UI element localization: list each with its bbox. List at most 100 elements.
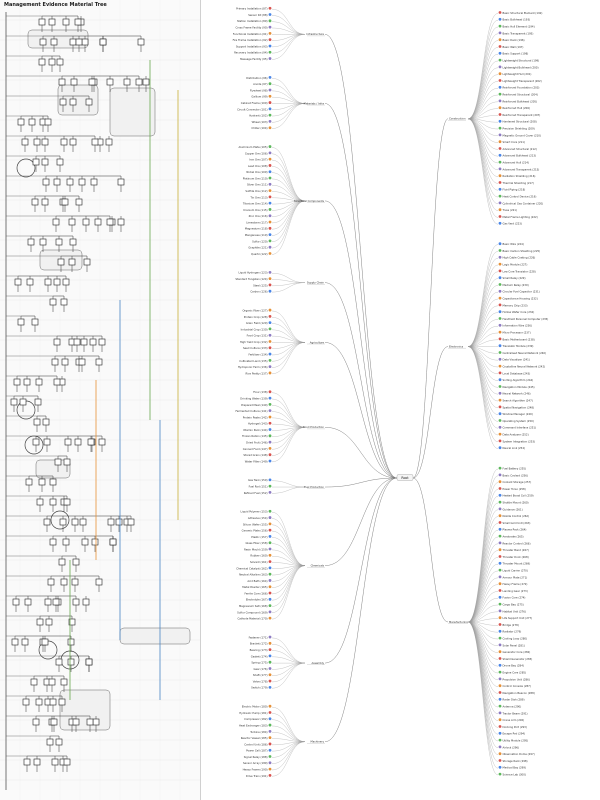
mindmap-edge xyxy=(467,621,499,742)
node-badge-icon xyxy=(498,201,502,205)
mindmap-leaf: Sulfide Ore (112) xyxy=(245,189,267,193)
mindmap-edge xyxy=(271,200,306,236)
mindmap-edge xyxy=(467,108,499,119)
mindmap-leaf: Reactor Control (266) xyxy=(503,541,531,545)
tree-node xyxy=(43,518,51,526)
node-badge-icon xyxy=(268,390,272,394)
tree-node xyxy=(106,218,114,226)
tree-node xyxy=(78,178,86,186)
mindmap-leaf: Fermented Culture (141) xyxy=(235,409,267,413)
tree-node xyxy=(117,218,125,226)
node-badge-icon xyxy=(498,446,502,450)
mindmap-edge xyxy=(271,741,306,771)
mindmap-edge xyxy=(271,103,306,129)
mindmap-leaf: Navigation Beacon (288) xyxy=(503,691,535,695)
mindmap-leaf: Basic Wall (197) xyxy=(503,45,524,49)
node-badge-icon xyxy=(498,731,502,735)
tree-node xyxy=(60,298,68,306)
mindmap-edge xyxy=(271,200,306,217)
mindmap-edge xyxy=(271,310,306,343)
mindmap-leaf: Logic Module (227) xyxy=(503,263,528,267)
node-badge-icon xyxy=(498,378,502,382)
node-badge-icon xyxy=(498,541,502,545)
tree-node xyxy=(26,278,34,286)
mindmap-edge xyxy=(271,565,306,588)
node-badge-icon xyxy=(498,160,502,164)
node-badge-icon xyxy=(498,391,502,395)
node-badge-icon xyxy=(498,269,502,273)
node-badge-icon xyxy=(498,670,502,674)
node-badge-icon xyxy=(268,239,272,243)
tree-node xyxy=(109,538,117,546)
node-badge-icon xyxy=(268,660,272,664)
tree-node xyxy=(17,118,25,126)
mindmap-leaf: Gas Tank (150) xyxy=(248,478,267,482)
node-badge-icon xyxy=(268,327,272,331)
mindmap-leaf: Tractor Beam (291) xyxy=(503,711,528,715)
mindmap-hub-label: Assembly xyxy=(311,661,324,665)
mindmap-leaf: Basic Wire (224) xyxy=(503,242,524,246)
mindmap-edge xyxy=(271,565,306,613)
mindmap-leaf: Thruster Dock (268) xyxy=(503,555,529,559)
mindmap-leaf: Antenna (290) xyxy=(503,705,522,709)
tree-node xyxy=(41,158,49,166)
node-badge-icon xyxy=(498,99,502,103)
mindmap-edge xyxy=(271,200,306,249)
mindmap-leaf: Food Crop (131) xyxy=(247,334,268,338)
node-badge-icon xyxy=(268,711,272,714)
mindmap-leaf: Neutral Alkaline (163) xyxy=(239,573,267,577)
node-badge-icon xyxy=(268,667,272,670)
node-badge-icon xyxy=(498,534,502,538)
mindmap-leaf: Industrial Crop (130) xyxy=(241,327,268,331)
mindmap-edge xyxy=(467,516,499,623)
mindmap-leaf: Chiller (104) xyxy=(251,126,267,130)
mindmap-edge xyxy=(467,292,499,347)
mindmap-leaf: Hardened Structural (208) xyxy=(503,120,537,124)
mindmap-leaf: Drive Train (191) xyxy=(246,774,268,778)
mindmap-leaf: Neural Link (254) xyxy=(503,446,526,450)
node-badge-icon xyxy=(268,113,272,117)
mindmap-leaf: Titanium Ore (114) xyxy=(243,202,268,206)
node-badge-icon xyxy=(498,704,502,708)
mindmap-leaf: Stored Grain (148) xyxy=(243,453,267,457)
mindmap-edge xyxy=(467,346,499,381)
mindmap-leaf: Advanced Structural (212) xyxy=(503,147,537,151)
node-badge-icon xyxy=(268,164,272,167)
mindmap-leaf: Thruster Band (267) xyxy=(503,548,529,552)
node-badge-icon xyxy=(268,560,272,563)
node-badge-icon xyxy=(498,276,502,280)
node-badge-icon xyxy=(268,535,272,538)
mindmap-leaf: Advanced Bulkhead (213) xyxy=(503,154,537,158)
mindmap-leaf: Engine Core (285) xyxy=(503,671,527,675)
node-badge-icon xyxy=(268,214,272,218)
mindmap-edge xyxy=(467,118,499,211)
mindmap-edge xyxy=(271,662,306,683)
node-badge-icon xyxy=(268,610,272,614)
mindmap-edge xyxy=(271,27,306,35)
tree-node xyxy=(62,538,70,546)
mindmap-edge xyxy=(467,13,499,119)
mindmap-edge xyxy=(271,530,306,566)
node-badge-icon xyxy=(498,45,502,48)
tree-node xyxy=(56,158,64,166)
mindmap-leaf: Sorting Algorithm (244) xyxy=(503,378,534,382)
tree-node xyxy=(62,278,70,286)
mindmap-hub-label: Supply Chain xyxy=(307,281,324,285)
node-badge-icon xyxy=(268,641,272,645)
tree-node xyxy=(82,598,90,606)
mindmap-leaf: Navigation Module (245) xyxy=(503,385,535,389)
tree-node xyxy=(38,58,46,66)
mindmap-leaf: Glass Fiber (158) xyxy=(246,541,268,545)
tree-node xyxy=(58,558,66,566)
node-badge-icon xyxy=(498,317,502,320)
mindmap-edge xyxy=(271,172,306,202)
mindmap-leaf: Airlock (296) xyxy=(503,745,520,749)
node-badge-icon xyxy=(498,31,502,35)
tree-node xyxy=(38,18,46,26)
node-badge-icon xyxy=(268,528,272,532)
mindmap-edge xyxy=(271,191,306,202)
mindmap-leaf: Organic Fiber (127) xyxy=(242,308,267,312)
node-badge-icon xyxy=(268,277,272,281)
mindmap-edge xyxy=(467,502,499,623)
